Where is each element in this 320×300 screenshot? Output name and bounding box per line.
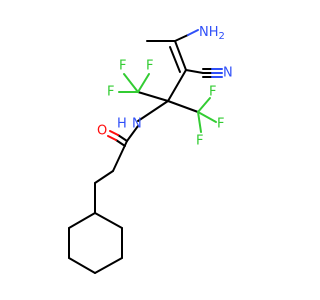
bond-c-nh2-b: [187, 29, 199, 36]
atom-f5-label: F: [217, 117, 224, 132]
bond-cf3r-f5: [197, 111, 217, 123]
atom-nitrile-n-label: N: [223, 66, 233, 81]
bond-c-nh2: [174, 34, 189, 42]
bond-c-o-2b: [107, 135, 117, 141]
bond-quat-n: [137, 100, 169, 122]
bond-c-o-1: [117, 134, 128, 142]
bond-c-c-double-2: [169, 46, 181, 73]
bond-cf3r-f4: [197, 97, 211, 113]
bond-quat-cf3-left: [137, 91, 169, 102]
bond-chain-2: [94, 170, 114, 184]
bond-c-c-double-1: [174, 40, 187, 71]
bond-ring-3: [94, 257, 123, 274]
atom-f3-label: F: [107, 85, 114, 100]
molecule-structure: NH2 N F F F F F F H N O: [68, 25, 233, 274]
bond-ring-4: [68, 257, 96, 274]
bond-cf3r-f6: [197, 111, 202, 133]
bond-cf3l-f2: [137, 73, 150, 93]
bond-c-o-2: [115, 139, 126, 147]
atom-oxygen-label: O: [97, 124, 107, 139]
atom-amide-nh-label: H: [117, 117, 127, 132]
bond-cf3l-f1: [123, 73, 139, 93]
bond-c-cn: [185, 69, 204, 74]
atom-amide-n-label: N: [132, 117, 142, 132]
atom-f2-label: F: [146, 59, 153, 74]
bond-c-quat: [167, 69, 187, 102]
bond-ring-6: [68, 212, 96, 229]
bond-n-carbonyl: [126, 125, 139, 142]
atom-f1-label: F: [119, 59, 126, 74]
bond-c-o-1b: [109, 130, 119, 136]
bond-ring-1: [94, 212, 123, 229]
bond-quat-cf3-right: [167, 100, 199, 113]
bond-chain-1: [112, 140, 128, 172]
atom-f4-label: F: [209, 85, 216, 100]
atom-f6-label: F: [196, 134, 203, 149]
atom-nh2-label: NH2: [199, 25, 225, 43]
